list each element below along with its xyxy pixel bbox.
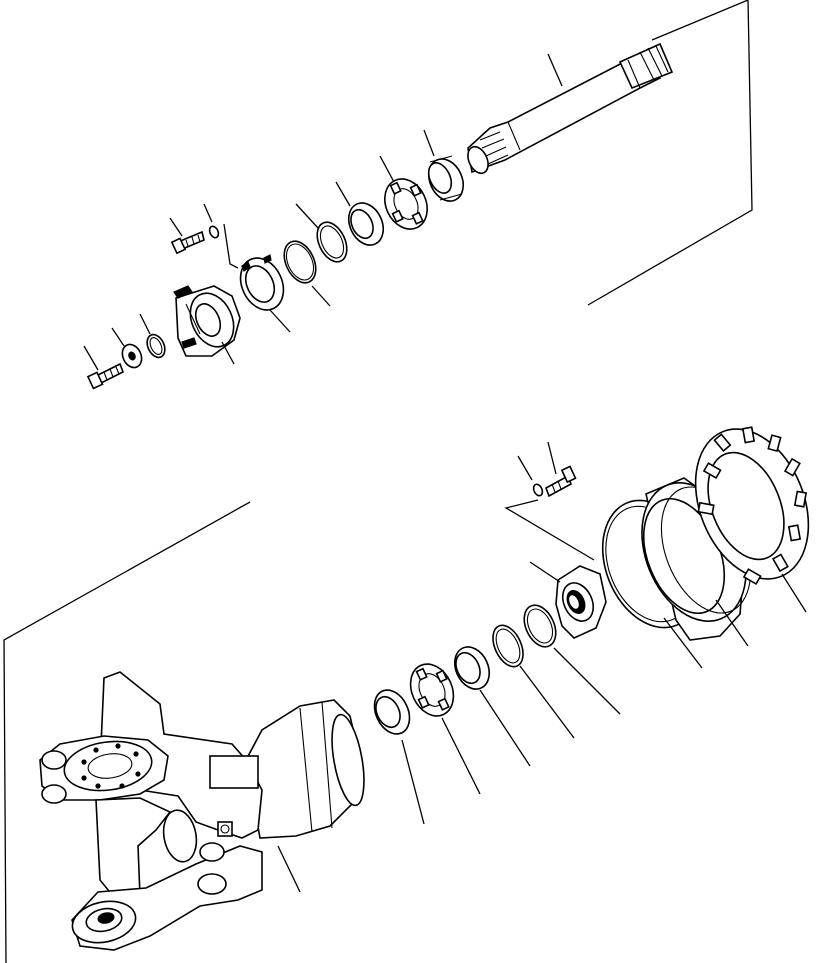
seal-ring-lower [453,646,531,767]
flange-bolt [83,345,125,390]
bearing-cage-upper [379,155,428,230]
seal-ring-upper [335,181,385,246]
snap-ring-flange [139,313,166,359]
bearing-cone-lower [373,689,425,825]
lower-assembly [3,426,810,963]
axle-shaft [467,42,674,175]
upper-reference-frame [587,0,753,306]
retainer-collar [239,254,291,333]
snap-ring-upper [283,240,331,307]
thrust-washer [111,327,143,369]
bearing-cage-lower [409,663,481,795]
flange-yoke [173,285,241,365]
steering-knuckle-housing [39,671,365,951]
washer-small-upper [203,203,239,269]
o-ring-lower [492,624,575,739]
lower-reference-frame [3,501,251,963]
bearing-outer-race-upper [423,129,465,202]
lock-bolt [545,441,577,498]
roller-bearing-lower [694,426,810,613]
spacer-ring-lower [523,604,621,715]
bolt-small-upper [169,217,205,255]
lock-washer [504,455,595,561]
o-ring-upper [295,203,348,263]
upper-assembly [83,0,753,390]
lock-nut [529,561,607,639]
